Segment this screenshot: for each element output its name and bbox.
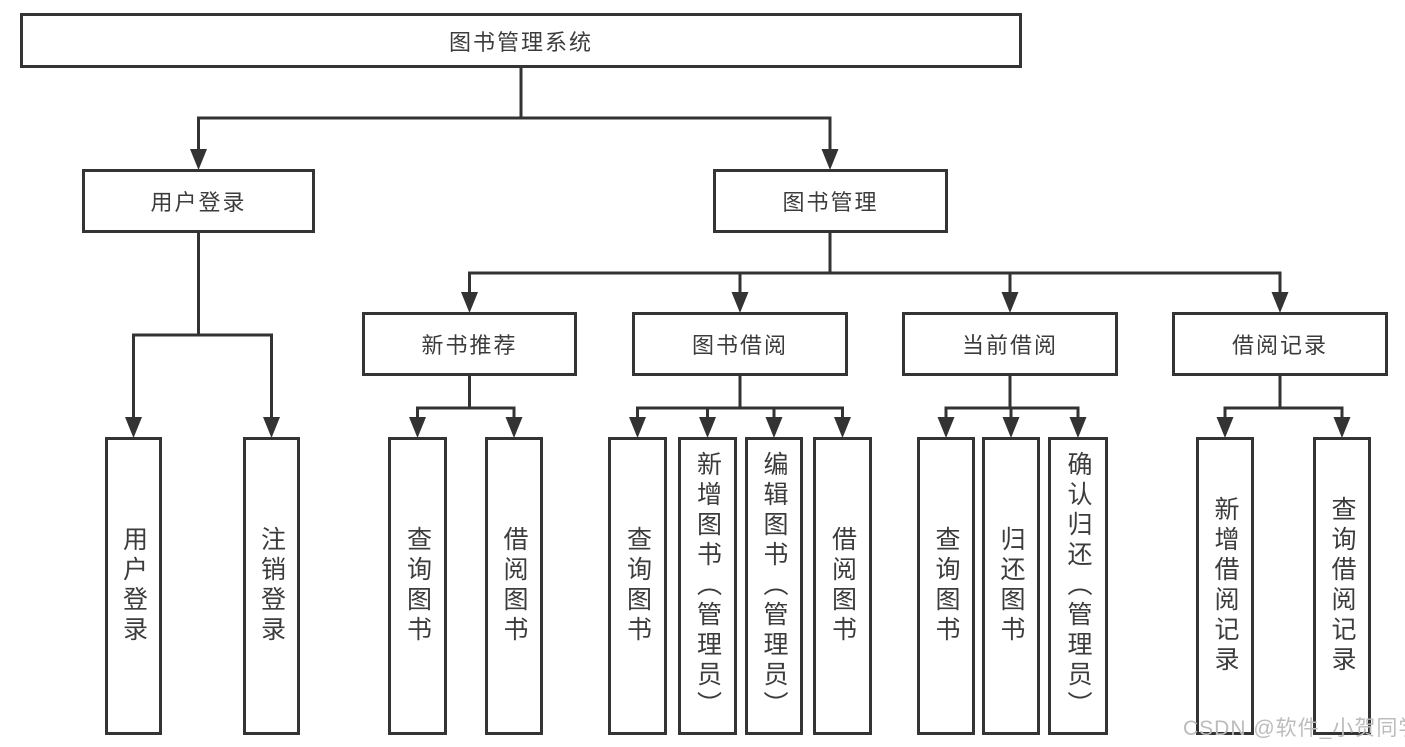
leaf-query-books-current-label: 查询图书 <box>932 526 960 646</box>
leaf-edit-book-admin: 编辑图书（管理员） <box>745 437 803 735</box>
leaf-return-book-label: 归还图书 <box>997 526 1025 646</box>
leaf-user-login: 用户登录 <box>105 437 162 735</box>
leaf-edit-book-admin-label: 编辑图书（管理员） <box>760 451 788 721</box>
node-current-borrow-label: 当前借阅 <box>961 333 1058 358</box>
leaf-confirm-return-admin-label: 确认归还（管理员） <box>1064 451 1092 721</box>
node-book-borrow: 图书借阅 <box>632 312 848 376</box>
leaf-logout: 注销登录 <box>243 437 300 735</box>
leaf-query-books-borrow-label: 查询图书 <box>623 526 652 646</box>
watermark: CSDN @软件_小贺同学 <box>1183 717 1405 740</box>
node-borrow-records-label: 借阅记录 <box>1231 333 1328 358</box>
node-user-login-label: 用户登录 <box>150 190 247 215</box>
arrowheads <box>125 149 1351 438</box>
node-user-login: 用户登录 <box>82 169 315 233</box>
leaf-borrow-books-label: 借阅图书 <box>828 526 857 646</box>
leaf-confirm-return-admin: 确认归还（管理员） <box>1048 437 1108 735</box>
node-book-management: 图书管理 <box>713 169 948 233</box>
node-current-borrow: 当前借阅 <box>902 312 1118 376</box>
leaf-query-books-borrow: 查询图书 <box>608 437 667 735</box>
node-root: 图书管理系统 <box>20 13 1022 68</box>
leaf-add-borrow-record: 新增借阅记录 <box>1196 437 1254 735</box>
leaf-return-book: 归还图书 <box>982 437 1040 735</box>
leaf-query-books-recommend: 查询图书 <box>388 437 447 735</box>
leaf-query-books-recommend-label: 查询图书 <box>403 526 432 646</box>
node-root-label: 图书管理系统 <box>448 29 593 55</box>
leaf-logout-label: 注销登录 <box>257 526 286 646</box>
leaf-user-login-label: 用户登录 <box>119 526 148 646</box>
leaf-add-book-admin: 新增图书（管理员） <box>678 437 737 735</box>
node-borrow-records: 借阅记录 <box>1172 312 1388 376</box>
leaf-borrow-books-recommend: 借阅图书 <box>485 437 543 735</box>
leaf-borrow-books: 借阅图书 <box>813 437 872 735</box>
node-new-book-recommend-label: 新书推荐 <box>421 333 518 358</box>
node-new-book-recommend: 新书推荐 <box>362 312 577 376</box>
leaf-query-borrow-record: 查询借阅记录 <box>1313 437 1371 735</box>
node-book-borrow-label: 图书借阅 <box>691 333 788 358</box>
leaf-query-books-current: 查询图书 <box>917 437 975 735</box>
leaf-add-borrow-record-label: 新增借阅记录 <box>1211 496 1239 676</box>
leaf-borrow-books-recommend-label: 借阅图书 <box>500 526 528 646</box>
leaf-add-book-admin-label: 新增图书（管理员） <box>693 451 722 721</box>
leaf-query-borrow-record-label: 查询借阅记录 <box>1328 496 1356 676</box>
node-book-management-label: 图书管理 <box>782 190 879 215</box>
